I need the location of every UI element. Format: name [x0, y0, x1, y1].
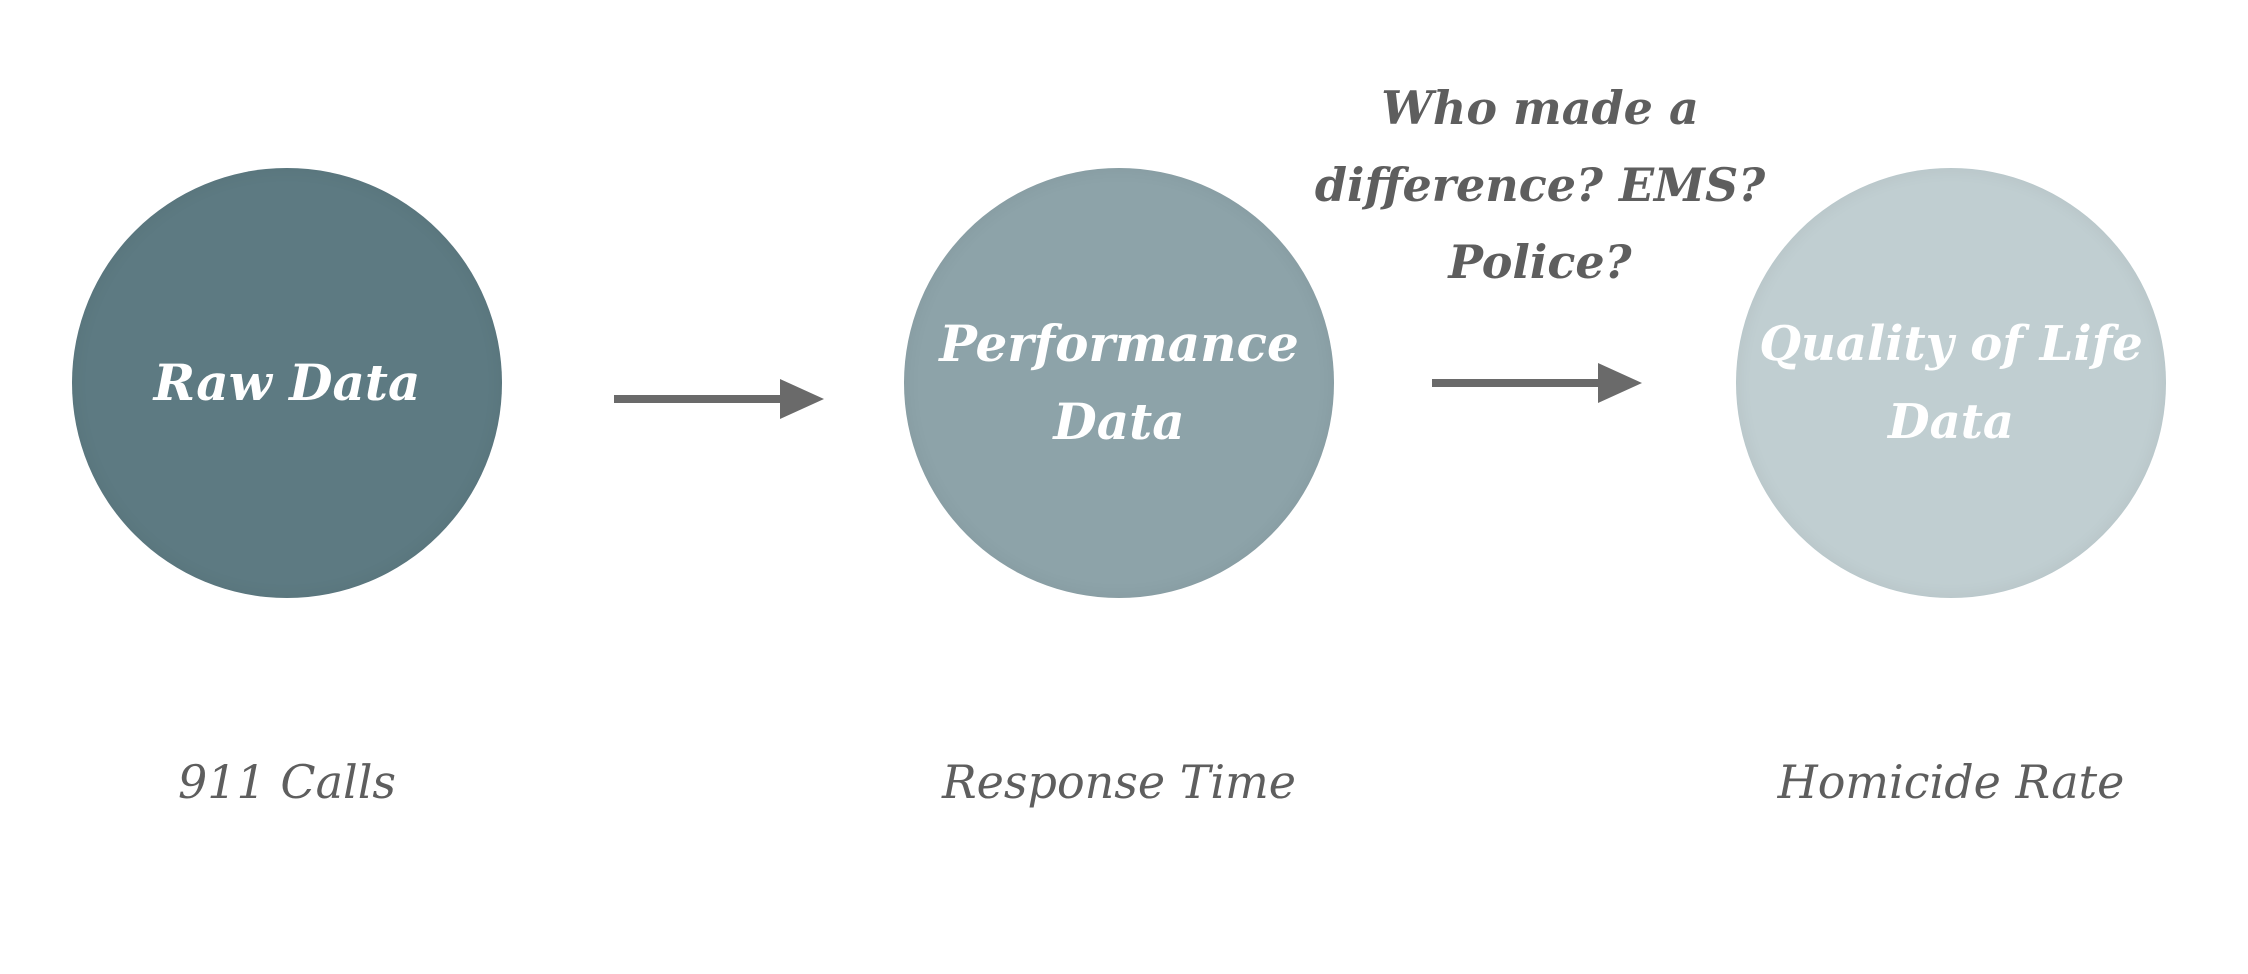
quality-of-life-data-node: Quality of Life Data [1736, 168, 2166, 598]
performance-data-node: Performance Data [904, 168, 1334, 598]
raw-data-label: Raw Data [153, 353, 421, 412]
raw-data-caption: 911 Calls [177, 755, 397, 809]
raw-data-node: Raw Data [72, 168, 502, 598]
quality-of-life-data-caption: Homicide Rate [1777, 755, 2125, 809]
arrow-icon [614, 379, 824, 419]
performance-data-label: Performance Data [939, 314, 1299, 451]
question-annotation: Who made a difference? EMS? Police? [1314, 81, 1766, 289]
performance-data-caption: Response Time [942, 755, 1296, 809]
quality-of-life-data-label: Quality of Life Data [1759, 316, 2143, 450]
arrow-icon [1432, 363, 1642, 403]
